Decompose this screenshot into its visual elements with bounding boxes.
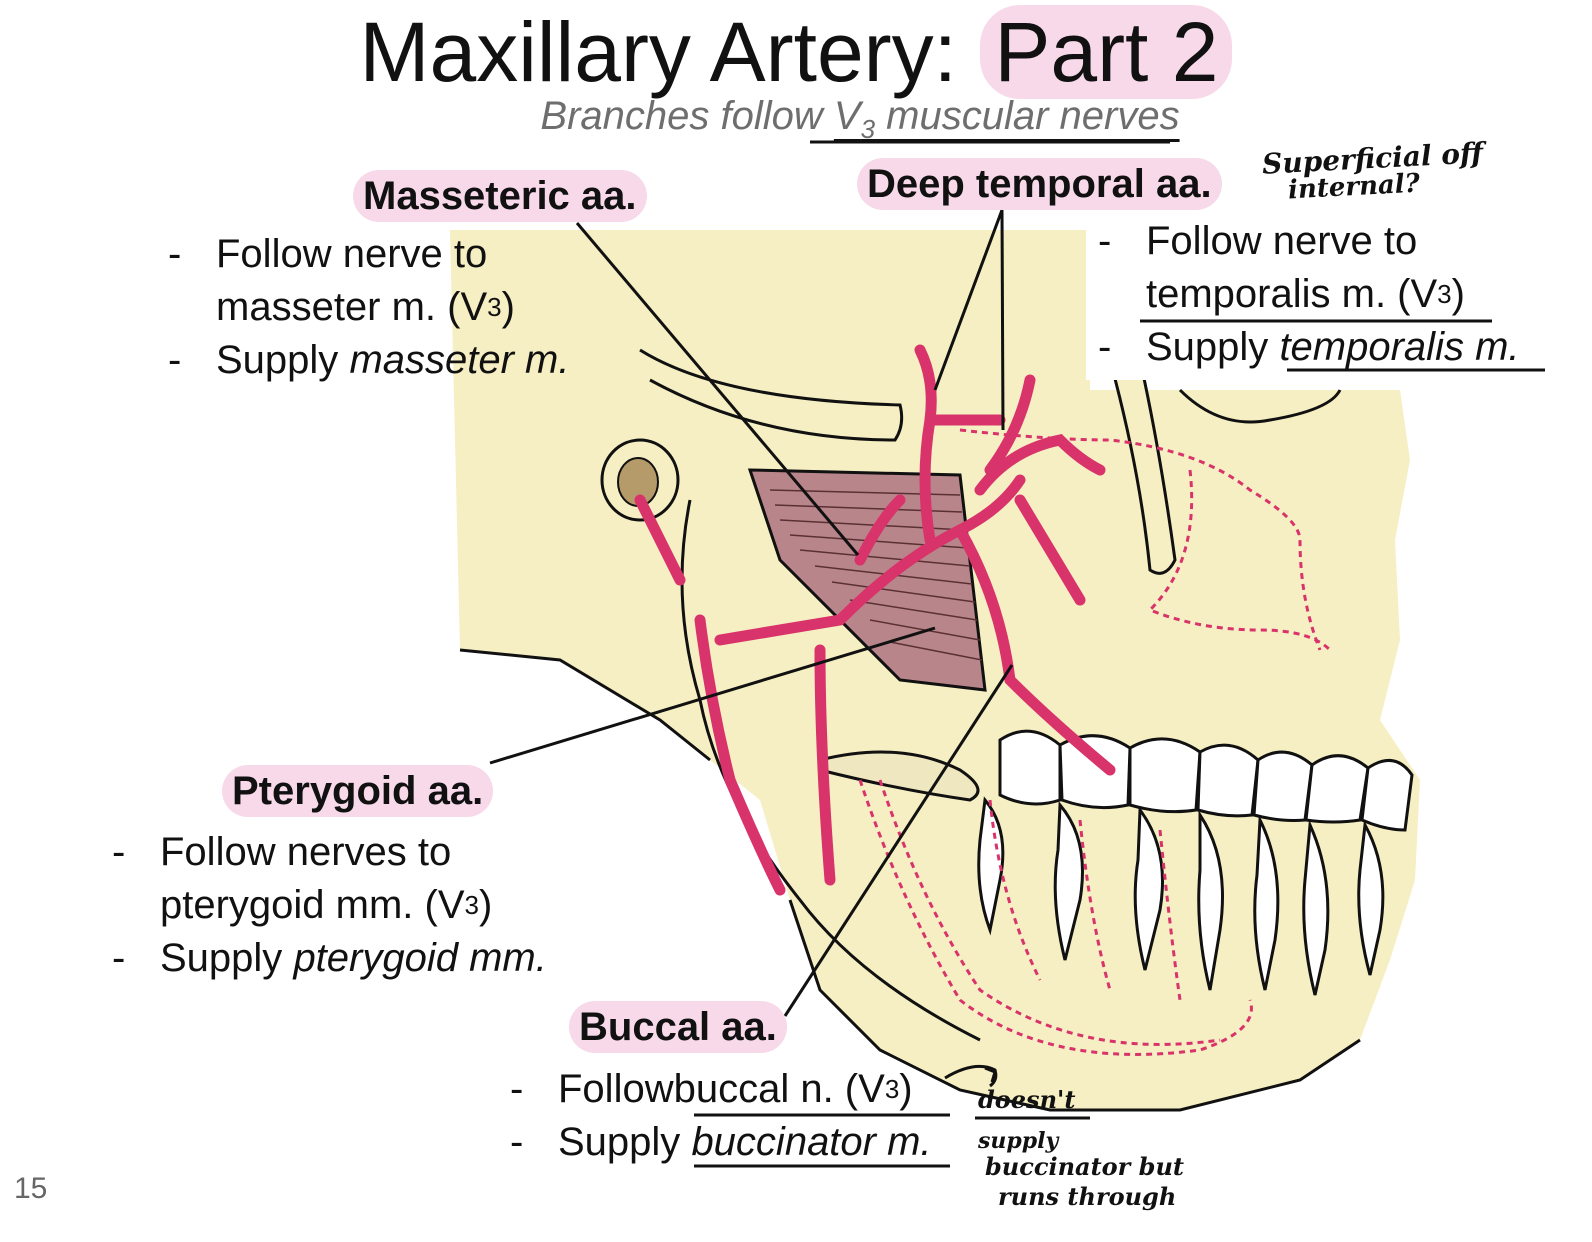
masseteric-b1a: Follow nerve to	[216, 232, 488, 276]
text-underlines	[694, 319, 1545, 1168]
teeth	[977, 729, 1414, 996]
pterygoid-bullet-2: -Supply pterygoid mm.	[112, 932, 547, 985]
masseteric-bullet-1: -Follow nerve to	[168, 228, 569, 281]
dash: -	[510, 1067, 524, 1111]
buccal-b2b: buccinator m.	[691, 1120, 932, 1164]
subtitle-sub: 3	[860, 114, 876, 144]
pterygoid-b1a: Follow nerves to	[160, 830, 452, 874]
maxillary-artery-branches	[634, 344, 1116, 896]
deep-temporal-b2a: Supply	[1146, 325, 1269, 369]
masseteric-b2b: masseter m.	[349, 338, 570, 382]
deep-temporal-bullet-2: -Supply temporalis m.	[1098, 321, 1520, 374]
handwritten-arrow	[944, 1064, 998, 1088]
pterygoid-label: Pterygoid aa.	[222, 765, 494, 817]
handwritten-note-2-line-3: buccinator but	[985, 1152, 1184, 1181]
handwritten-note-2-line-4: runs through	[998, 1182, 1177, 1211]
dash: -	[1098, 325, 1112, 369]
dash: -	[1098, 219, 1112, 263]
dash: -	[168, 338, 182, 382]
dash: -	[112, 830, 126, 874]
pterygoid-b1c: )	[479, 883, 493, 927]
buccal-b1sub: 3	[884, 1074, 900, 1104]
pterygoid-b1sub: 3	[464, 890, 479, 920]
subtitle-nerve: V	[833, 94, 861, 138]
deep-temporal-panel	[1086, 225, 1592, 380]
nasal-process	[1108, 358, 1177, 575]
buccal-b2a: Supply	[558, 1120, 681, 1164]
pterygoid-b1b: pterygoid mm. (V	[160, 883, 465, 927]
masseteric-b1b: masseter m. (V	[216, 285, 488, 329]
subtitle-post: muscular nerves	[875, 94, 1180, 138]
deep-temporal-bullet-1: -Follow nerve to	[1098, 215, 1520, 268]
masseteric-b1c: )	[501, 285, 515, 329]
orbit-rim	[1178, 388, 1342, 424]
page-subtitle: Branches follow V3 muscular nerves	[0, 92, 1592, 153]
buccal-label: Buccal aa.	[569, 1001, 787, 1053]
deep-temporal-b1sub: 3	[1437, 279, 1452, 309]
title-highlight: Part 2	[980, 5, 1233, 99]
masseteric-b2a: Supply	[216, 338, 339, 382]
subtitle-underlined: V3 muscular nerves	[833, 94, 1180, 144]
deep-temporal-b1c: )	[1451, 272, 1465, 316]
handwritten-note-2-line-2: supply	[978, 1128, 1059, 1154]
dash: -	[510, 1120, 524, 1164]
pterygoid-bullet-1: -Follow nerves to	[112, 826, 547, 879]
buccal-bullet-2: -Supply buccinator m.	[510, 1116, 932, 1169]
pterygoid-b2a: Supply	[160, 936, 283, 980]
subtitle-pre: Branches follow	[540, 94, 834, 138]
deep-temporal-b1a: Follow nerve to	[1146, 219, 1418, 263]
handwritten-note-2-line-1: doesn't	[978, 1085, 1076, 1114]
page-number: 15	[14, 1172, 48, 1205]
deep-temporal-label: Deep temporal aa.	[857, 158, 1222, 210]
leader-lines	[489, 140, 1170, 1017]
buccal-b1b: buccal n. (V	[673, 1067, 885, 1111]
dash: -	[168, 232, 182, 276]
deep-temporal-b2b: temporalis m.	[1279, 325, 1520, 369]
masseteric-label: Masseteric aa.	[353, 170, 647, 222]
buccal-b1a: Follow	[558, 1067, 674, 1111]
pterygoid-b2b: pterygoid mm.	[293, 936, 547, 980]
condyle	[600, 438, 680, 522]
dash: -	[112, 936, 126, 980]
buccal-b1c: )	[899, 1067, 913, 1111]
deep-temporal-b1b: temporalis m. (V	[1146, 272, 1438, 316]
title-main: Maxillary Artery:	[359, 5, 981, 99]
page-title: Maxillary Artery: Part 2	[0, 4, 1592, 100]
maxilla-outline	[818, 750, 980, 802]
masseteric-bullet-2: -Supply masseter m.	[168, 334, 569, 387]
masseteric-b1sub: 3	[487, 292, 502, 322]
